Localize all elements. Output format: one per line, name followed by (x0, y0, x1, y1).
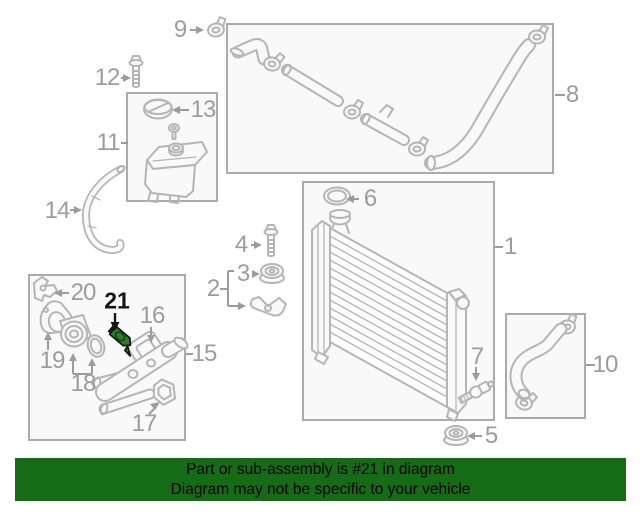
part-2-bracket-drawing (249, 296, 287, 317)
part-21-sensor-highlight (107, 324, 132, 357)
callout-8: 8 (565, 81, 579, 108)
water-outlet-housing-drawing (91, 330, 189, 416)
reservoir-cap-drawing (143, 98, 173, 120)
reservoir-drawing (144, 123, 208, 204)
part-17-gasket-drawing (152, 378, 177, 406)
part-20-bracket-drawing (33, 276, 58, 302)
part-18-oring-drawing (86, 334, 106, 358)
callout-1: 1 (503, 233, 517, 260)
callout-9: 9 (173, 16, 187, 43)
callout-14: 14 (44, 197, 71, 224)
callout-leader-lines (44, 26, 595, 440)
callout-7: 7 (470, 343, 484, 370)
upper-hose-assembly-drawing (229, 24, 549, 171)
callout-11: 11 (96, 129, 121, 156)
part-6-gasket-drawing (323, 186, 351, 206)
banner-line-1: Part or sub-assembly is #21 in diagram (186, 461, 455, 478)
callout-18: 18 (70, 370, 97, 397)
part-4-bolt-drawing (263, 224, 279, 258)
callout-5: 5 (484, 422, 498, 449)
callout-20: 20 (70, 279, 97, 306)
callout-15: 15 (191, 340, 218, 367)
callout-13: 13 (190, 96, 217, 123)
callout-3: 3 (236, 260, 250, 287)
callout-4: 4 (234, 231, 248, 258)
callout-6: 6 (363, 185, 377, 212)
callout-10: 10 (592, 351, 619, 378)
radiator-drawing (311, 186, 495, 422)
callout-17: 17 (131, 410, 158, 437)
part-12-bolt-drawing (128, 55, 144, 89)
box-8-frame (226, 23, 554, 174)
part-7-drain-plug-drawing (457, 380, 495, 405)
callout-2: 2 (206, 275, 220, 302)
part-9-clamp-drawing (205, 15, 229, 39)
callout-16: 16 (139, 302, 166, 329)
callout-19: 19 (39, 347, 66, 374)
part-14-overflow-hose-drawing (82, 165, 126, 254)
lower-hose-drawing (509, 312, 580, 414)
callout-12: 12 (94, 64, 121, 91)
part-5-insulator-drawing (443, 425, 469, 446)
callout-21-highlighted: 21 (104, 287, 130, 314)
callout-21-arrow (110, 313, 120, 331)
part-3-insulator-drawing (259, 263, 285, 284)
banner-line-2: Diagram may not be specific to your vehi… (170, 481, 471, 498)
part-notice-banner: Part or sub-assembly is #21 in diagram D… (15, 458, 626, 501)
